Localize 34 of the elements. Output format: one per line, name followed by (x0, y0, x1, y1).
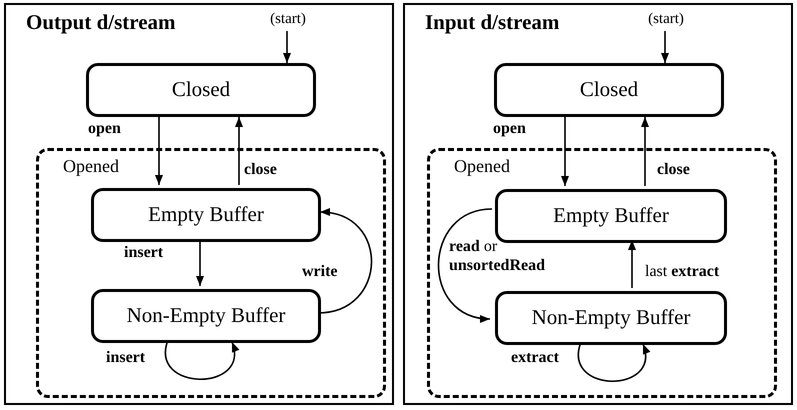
state-box: Empty Buffer (91, 188, 321, 242)
diagram-panel (403, 3, 793, 405)
edge-label: insert (106, 348, 146, 367)
arrow (641, 117, 649, 186)
state-group-label: Opened (63, 155, 119, 177)
start-label: (start) (636, 9, 696, 31)
arrow (283, 31, 291, 63)
panel-title: Input d/stream (425, 9, 560, 35)
state-box: Non-Empty Buffer (91, 289, 321, 343)
composite-state (36, 148, 386, 398)
arrow (561, 117, 569, 186)
edge-label: last extract (645, 262, 720, 281)
state-box: Closed (86, 63, 316, 117)
state-group-label: Opened (454, 155, 510, 177)
edge-label: close (657, 160, 690, 179)
edge-label: close (244, 160, 277, 179)
composite-state (427, 148, 777, 398)
arrow (196, 239, 204, 286)
state-box: Non-Empty Buffer (495, 291, 727, 345)
start-label: (start) (258, 9, 318, 31)
state-box: Closed (494, 63, 724, 117)
edge-label: write (302, 262, 338, 281)
panel-title: Output d/stream (26, 9, 176, 35)
edge-label: open (88, 119, 121, 138)
arrow (438, 208, 492, 322)
state-box: Empty Buffer (495, 189, 727, 243)
edge-label: insert (124, 243, 164, 262)
edge-label: open (493, 119, 526, 138)
arrow (628, 240, 636, 288)
diagram-panel (4, 3, 394, 405)
edge-label: extract (511, 348, 559, 367)
arrow (235, 117, 243, 185)
arrow (155, 117, 163, 185)
arrow (661, 31, 669, 63)
